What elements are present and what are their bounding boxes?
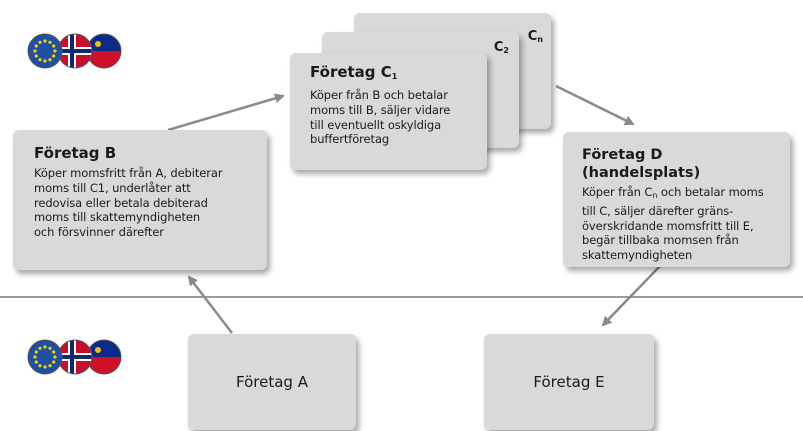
flag-group-bottom — [26, 338, 134, 380]
company-d-box: Företag D (handelsplats) Köper från Cn o… — [563, 132, 790, 267]
arrow-a-to-b — [187, 275, 233, 334]
arrow-b-to-c1 — [167, 93, 285, 132]
company-c1-box: Företag C1 Köper från B och betalar moms… — [290, 53, 487, 170]
company-e-label: Företag E — [533, 373, 605, 391]
eea-flags-icon — [27, 33, 122, 69]
company-a-label: Företag A — [236, 373, 308, 391]
company-a-box: Företag A — [188, 334, 356, 430]
company-c1-title: Företag C1 — [310, 63, 398, 81]
company-c1-description: Köper från B och betalar moms till B, sä… — [310, 88, 451, 147]
company-d-title: Företag D (handelsplats) — [582, 147, 701, 181]
company-c2-label: C2 — [493, 40, 509, 55]
arrow-cn-to-d — [555, 84, 635, 126]
company-b-box: Företag B Köper momsfritt från A, debite… — [13, 130, 267, 270]
norway-flag-icon — [57, 33, 93, 69]
company-cn-label: Cn — [527, 29, 543, 44]
company-b-title: Företag B — [34, 144, 117, 162]
liechtenstein-flag-icon — [86, 339, 122, 375]
eu-flag-icon — [27, 339, 63, 375]
company-e-box: Företag E — [484, 334, 654, 430]
company-b-description: Köper momsfritt från A, debiterar moms t… — [34, 166, 223, 240]
flag-group-top — [26, 32, 134, 74]
norway-flag-icon — [57, 339, 93, 375]
company-d-description: Köper från Cn och betalar moms till C, s… — [582, 185, 764, 263]
eea-flags-icon — [27, 339, 122, 375]
arrow-d-to-e — [601, 265, 661, 327]
eu-flag-icon — [27, 33, 63, 69]
